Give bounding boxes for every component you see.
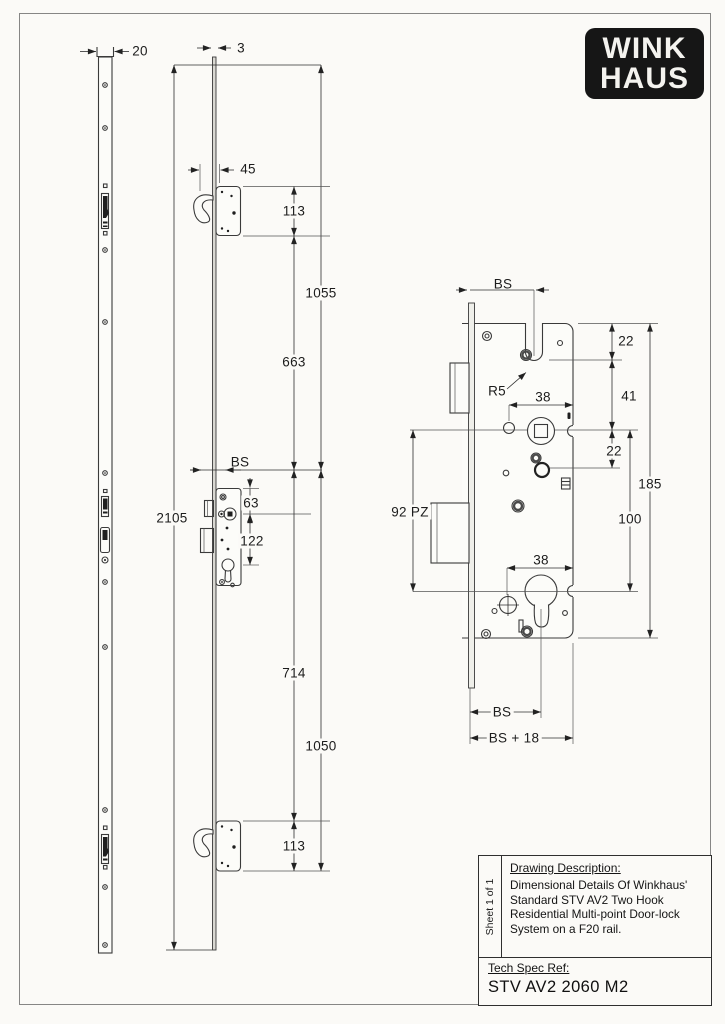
dim-detail-hub-to-edge: 38: [535, 389, 551, 405]
dim-detail-spindle-to-hole: 22: [604, 443, 624, 459]
description-line: System on a F20 rail.: [510, 921, 622, 936]
title-block: Sheet 1 of 1 Drawing Description: Dimens…: [478, 855, 712, 1006]
dim-detail-spindle-to-cyl: 100: [616, 511, 644, 527]
dim-detail-pz-spacing: 92 PZ: [389, 504, 431, 520]
winkhaus-logo: WINK HAUS: [585, 28, 704, 99]
description-line: Dimensional Details Of Winkhaus': [510, 878, 688, 892]
gearbox-detail-view: [410, 287, 658, 744]
drawing-description-cell: Drawing Description: Dimensional Details…: [501, 856, 711, 957]
dim-detail-notch-depth: 22: [618, 333, 634, 349]
logo-line-2: HAUS: [599, 62, 689, 95]
dim-spindle-to-cyl: 122: [238, 533, 266, 549]
dim-detail-case-height: 185: [636, 476, 664, 492]
dim-bottom-hook-height: 113: [280, 838, 308, 854]
drawing-description-heading: Drawing Description:: [510, 861, 621, 875]
dim-detail-notch-to-spindle: 41: [621, 388, 637, 404]
description-line: Standard STV AV2 Two Hook: [510, 892, 664, 907]
sheet-number-cell: Sheet 1 of 1: [479, 856, 502, 957]
tech-spec-heading: Tech Spec Ref:: [488, 961, 570, 975]
dim-rail-width: 20: [132, 43, 148, 59]
dim-backset-side: BS: [230, 454, 250, 470]
dim-hook-to-bs: 663: [280, 354, 308, 370]
page-frame: [19, 13, 711, 1005]
dim-detail-backset-bottom: BS: [490, 704, 514, 720]
dim-detail-backset-plus: BS + 18: [486, 730, 542, 746]
dim-top-to-bs: 1055: [303, 285, 339, 301]
tech-spec-cell: Tech Spec Ref: STV AV2 2060 M2: [479, 957, 711, 1005]
dim-detail-notch-radius: R5: [488, 383, 506, 399]
sheet-number-label: Sheet 1 of 1: [484, 878, 496, 936]
rail-front-view: [80, 47, 129, 954]
description-line: Residential Multi-point Door-lock: [510, 907, 680, 922]
dim-total-length: 2105: [154, 510, 190, 526]
dim-detail-cyl-to-edge: 38: [533, 552, 549, 568]
dim-bs-to-hook: 714: [280, 665, 308, 681]
dim-detail-backset-top: BS: [493, 276, 513, 292]
logo-line-1: WINK: [602, 32, 687, 65]
dim-case-to-spindle: 63: [241, 495, 261, 511]
dim-hook-offset: 45: [240, 161, 256, 177]
dim-top-hook-height: 113: [280, 203, 308, 219]
dim-plate-thickness: 3: [237, 40, 245, 56]
dim-bs-to-hook-end: 1050: [303, 738, 339, 754]
tech-spec-value: STV AV2 2060 M2: [488, 978, 629, 996]
